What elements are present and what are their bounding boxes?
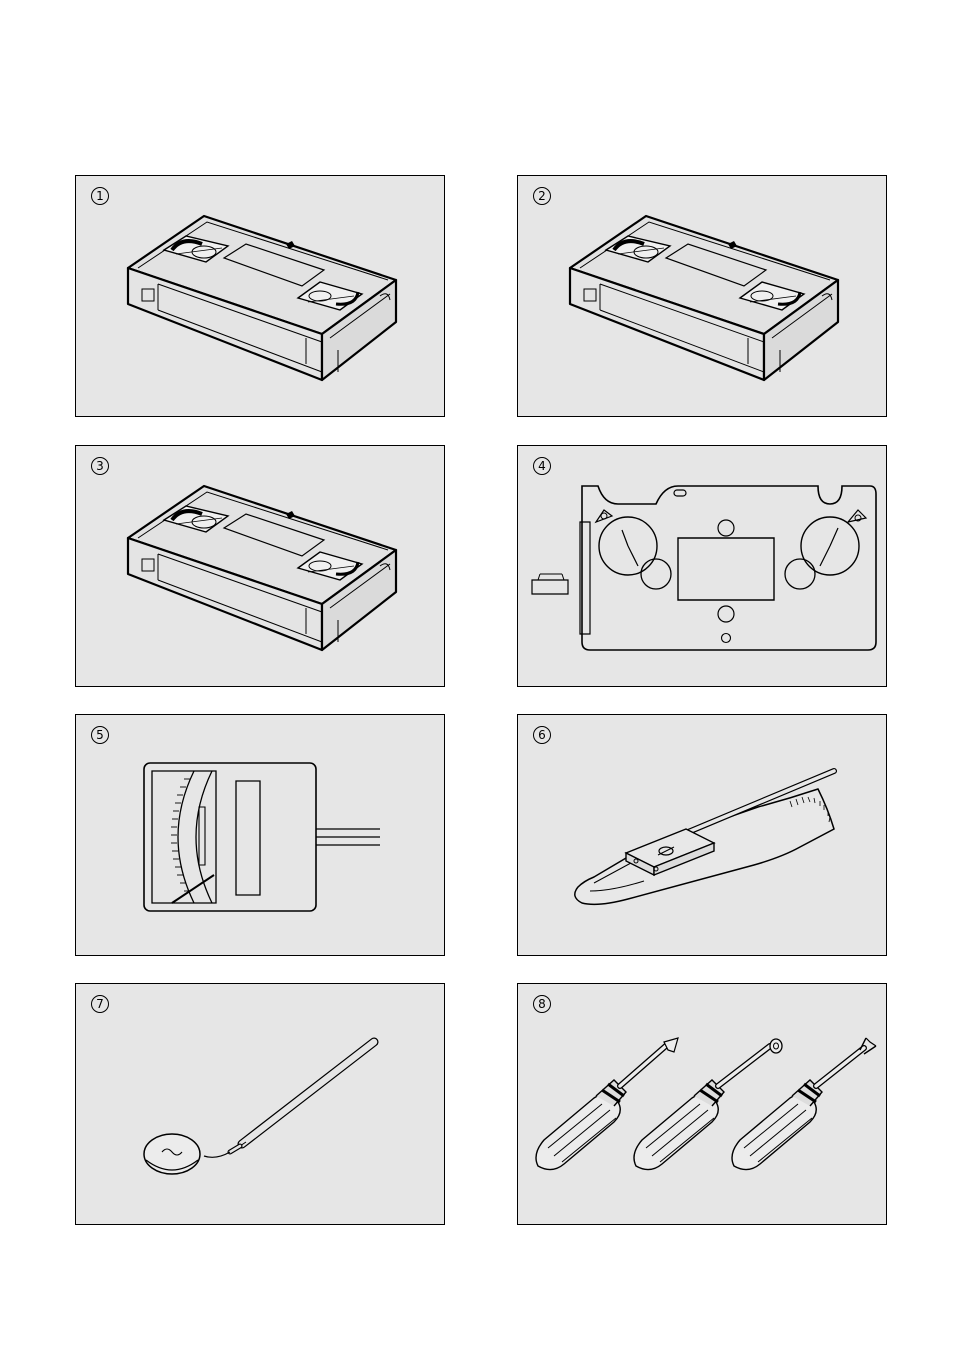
vhs-cassette-icon — [518, 176, 888, 418]
figure-panel: 5 — [75, 714, 445, 956]
figure-panel: 8 — [517, 983, 887, 1225]
figure-number: 6 — [533, 726, 551, 744]
figure-panel: 7 — [75, 983, 445, 1225]
figure-panel: 4 — [517, 445, 887, 687]
tension-gauge-icon — [518, 715, 888, 957]
figure-panel: 3 — [75, 445, 445, 687]
figure-number: 3 — [91, 457, 109, 475]
figure-number: 7 — [91, 995, 109, 1013]
figure-number: 1 — [91, 187, 109, 205]
figure-number: 5 — [91, 726, 109, 744]
figure-panel: 2 — [517, 175, 887, 417]
figure-number: 4 — [533, 457, 551, 475]
figure-number: 2 — [533, 187, 551, 205]
figure-number: 8 — [533, 995, 551, 1013]
gauge-board-icon — [518, 446, 888, 688]
meter-icon — [76, 715, 446, 957]
figure-panel: 6 — [517, 714, 887, 956]
probe-icon — [76, 984, 446, 1226]
screwdrivers-icon — [518, 984, 888, 1226]
vhs-cassette-icon — [76, 176, 446, 418]
figure-panel: 1 — [75, 175, 445, 417]
vhs-cassette-icon — [76, 446, 446, 688]
